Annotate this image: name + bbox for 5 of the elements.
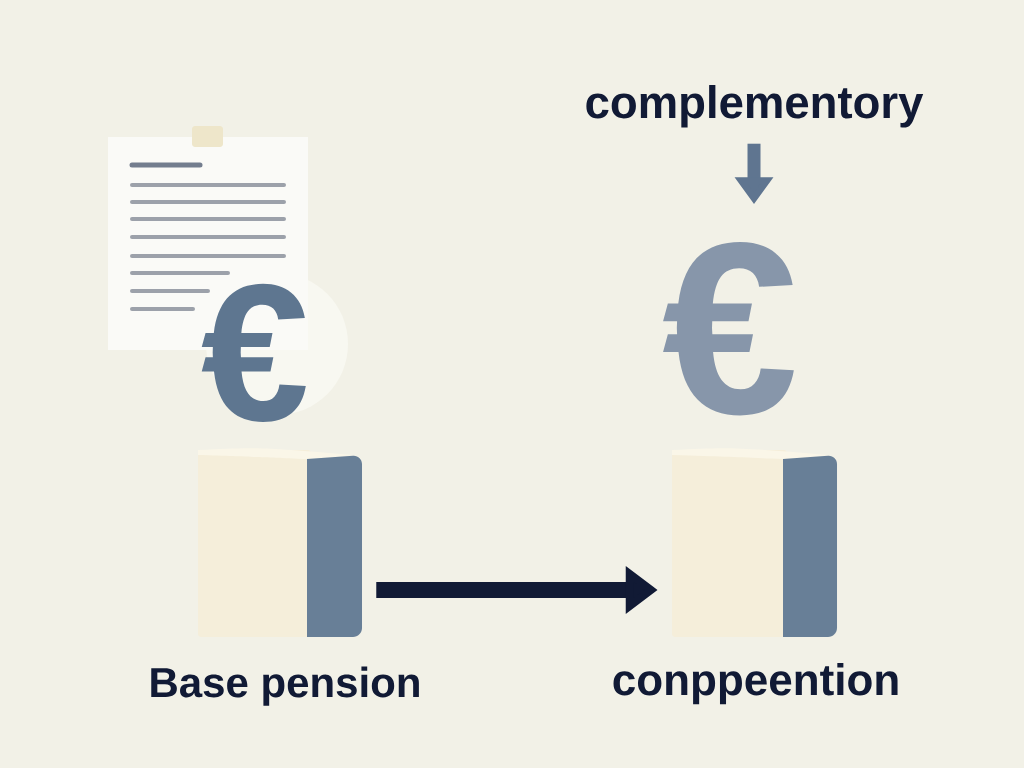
- euro-sign: €: [201, 283, 306, 422]
- label: Base pension: [151, 666, 419, 706]
- label: complementory: [586, 85, 924, 128]
- label: conppeention: [613, 663, 898, 705]
- euro-sign: €: [663, 241, 794, 416]
